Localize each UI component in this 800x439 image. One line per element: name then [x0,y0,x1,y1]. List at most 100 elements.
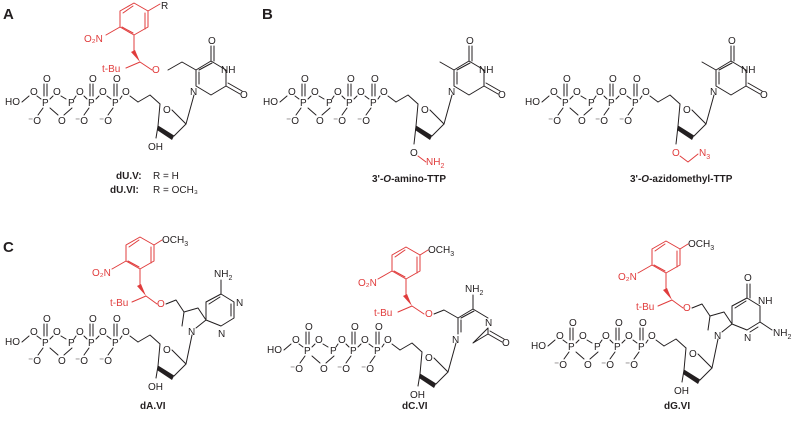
atom-nh: NH [221,65,235,76]
atom-n: N [188,327,195,338]
atom-o: O [157,299,165,310]
atom-o: O [89,74,97,85]
atom-p: P [562,98,569,109]
atom-o: O [569,318,577,329]
atom-p: P [370,98,377,109]
atom-p: P [300,98,307,109]
molecule-du: HO O P O O ⁻O O P O P O O ⁻O P O ⁻O O O … [5,1,248,153]
atom-oh: OH [674,386,689,397]
atom-o: O [240,90,248,101]
atom-o: O [334,87,342,98]
atom-neg-o: ⁻O [554,360,567,371]
panel-label-c: C [3,239,14,256]
atom-o: O [639,318,647,329]
caption-duv-name: dU.V: [116,171,142,182]
atom-p: P [112,98,119,109]
atom-och3: OCH3 [162,235,188,248]
atom-o: O [163,105,171,116]
atom-tbu: t-Bu [102,64,120,75]
atom-neg-o: ⁻O [548,116,561,127]
atom-o: O [208,36,216,47]
atom-neg-o: ⁻O [595,116,608,127]
atom-n: N [714,331,721,342]
atom-o: O [53,327,61,338]
atom-nh2: NH2 [465,284,483,297]
atom-p: P [326,98,333,109]
atom-n3: N3 [699,148,710,161]
atom-nh2: NH2 [214,269,232,282]
atom-neg-o: ⁻O [75,116,88,127]
atom-o: O [76,87,84,98]
atom-o: O [619,87,627,98]
atom-o: O [99,87,107,98]
atom-oh: OH [148,382,163,393]
atom-n: N [190,87,197,98]
atom-nh: NH [741,65,755,76]
atom-neg-o: ⁻O [333,116,346,127]
atom-p: P [568,342,575,353]
atom-neg-o: ⁻O [75,356,88,367]
atom-och3: OCH3 [688,239,714,252]
atom-p: P [42,98,49,109]
atom-o: O [53,87,61,98]
atom-o: O [563,74,571,85]
atom-tbu: t-Bu [636,302,654,313]
atom-ho: HO [263,97,278,108]
atom-neg-o: ⁻O [337,364,350,375]
atom-o: O [122,327,130,338]
atom-neg-o: ⁻O [99,356,112,367]
atom-oh: OH [148,142,163,153]
atom-neg-o: ⁻O [286,116,299,127]
atom-o: O [760,90,768,101]
atom-nh2: NH2 [426,157,444,170]
atom-o: O [573,87,581,98]
atom-o: O [380,87,388,98]
atom-p: P [304,346,311,357]
atom-o: O [30,327,38,338]
atom-o: O [689,349,697,360]
atom-ho: HO [267,345,282,356]
atom-o: O [683,303,691,314]
atom-o: O [550,87,558,98]
atom-p: P [350,346,357,357]
atom-neg-o: ⁻O [99,116,112,127]
atom-p: P [88,338,95,349]
atom-o: O [30,87,38,98]
atom-neg-o: ⁻O [601,360,614,371]
atom-o: O [288,87,296,98]
atom-neg-o: ⁻O [361,364,374,375]
atom-n: N [744,333,751,344]
atom-o: O [602,331,610,342]
atom-no2: O₂N [358,278,377,289]
atom-p: P [608,98,615,109]
atom-n: N [448,87,455,98]
atom-o: O [301,74,309,85]
panel-label-a: A [3,6,14,23]
atom-o: O [584,360,592,371]
atom-ho: HO [531,341,546,352]
panel-label-b: B [262,6,273,23]
atom-o: O [89,314,97,325]
atom-o: O [466,36,474,47]
atom-p: P [638,342,645,353]
molecule-dg-vi: HO O P O O ⁻O O P O P O O ⁻O P O ⁻O O O … [531,239,791,397]
atom-p: P [614,342,621,353]
atom-neg-o: ⁻O [290,364,303,375]
atom-p: P [42,338,49,349]
atom-p: P [346,98,353,109]
atom-o: O [122,87,130,98]
caption-azidomethyl-ttp: 3'-O-azidomethyl-TTP [630,174,733,185]
atom-ho: HO [5,337,20,348]
atom-o: O [421,105,429,116]
atom-o: O [58,116,66,127]
atom-o: O [410,148,418,159]
atom-o: O [596,87,604,98]
atom-neg-o: ⁻O [357,116,370,127]
molecule-dc-vi: HO O P O O ⁻O O P O P O O ⁻O P O ⁻O O O … [267,245,510,401]
atom-p: P [112,338,119,349]
atom-p: P [68,98,75,109]
atom-o: O [425,309,433,320]
atom-neg-o: ⁻O [625,360,638,371]
atom-o: O [76,327,84,338]
atom-o: O [351,322,359,333]
